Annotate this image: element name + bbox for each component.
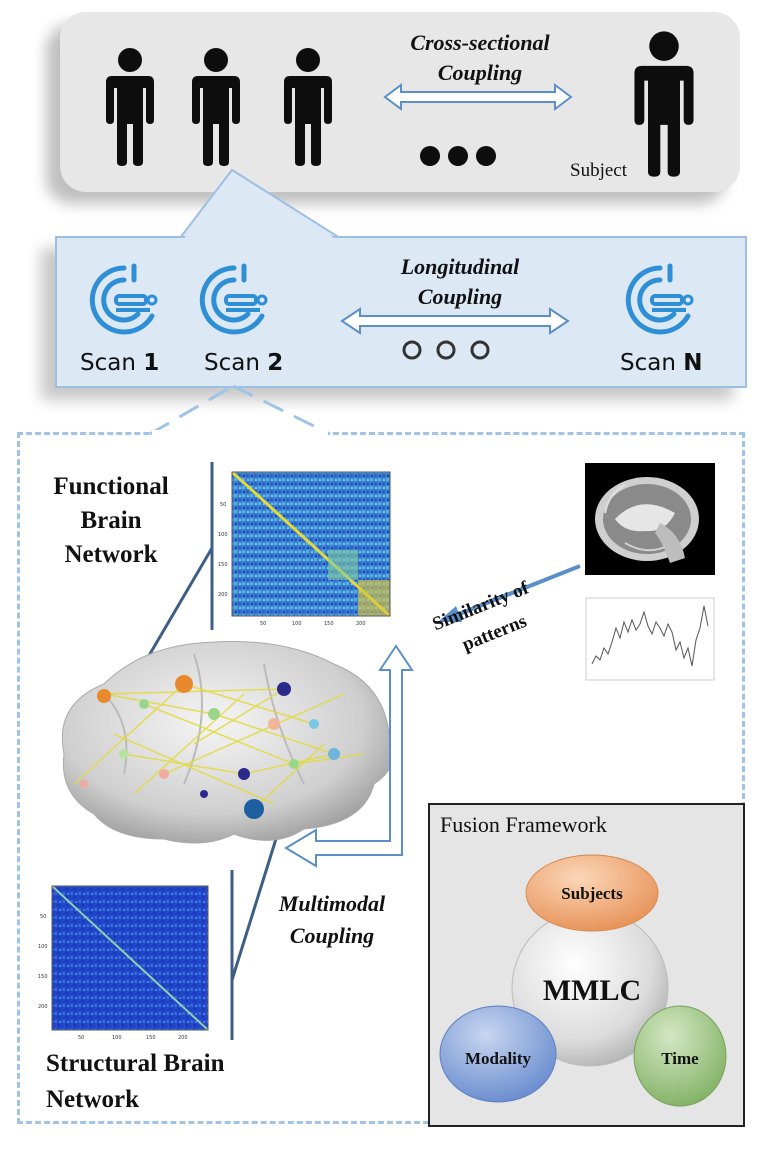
functional-network-label: Functional Brain Network [26, 470, 196, 572]
functional-matrix-ytick-4: 200 [218, 592, 228, 598]
functional-matrix-ytick-3: 150 [218, 562, 228, 568]
fusion-time-label: Time [661, 1049, 699, 1068]
callout-pointer-fill [183, 174, 337, 240]
multimodal-coupling-arrows [284, 644, 414, 868]
structural-network-label: Structural Brain Network [46, 1046, 224, 1118]
scan-n-prefix: Scan [620, 350, 684, 376]
cross-sectional-line1: Cross-sectional [410, 30, 550, 55]
time-series-image [585, 597, 715, 681]
scan-2-label: Scan 2 [204, 350, 283, 376]
mri-scanner-icon-2 [199, 263, 268, 335]
structural-matrix-xtick-1: 50 [78, 1035, 84, 1041]
multimodal-line1: Multimodal [278, 891, 386, 916]
person-icon-2 [192, 48, 240, 166]
scan-1-number: 1 [143, 350, 160, 376]
structural-matrix-ytick-4: 200 [38, 1004, 48, 1010]
structural-line2: Network [46, 1086, 140, 1113]
structural-connectivity-matrix: 50 100 150 200 50 100 150 200 [38, 885, 209, 1041]
scan-1-prefix: Scan [80, 350, 144, 376]
scan-2-number: 2 [267, 350, 284, 376]
scan-n-label: Scan N [620, 350, 702, 376]
person-icon-subject [634, 31, 694, 177]
scan-n-number: N [683, 350, 703, 376]
structural-matrix-xtick-4: 200 [178, 1035, 188, 1041]
structural-matrix-ytick-2: 100 [38, 944, 48, 950]
cross-sectional-line2: Coupling [437, 60, 523, 85]
structural-matrix-xtick-3: 150 [146, 1035, 156, 1041]
person-icon-3 [284, 48, 332, 166]
brain-mri-slice-image [585, 463, 715, 575]
cross-sectional-arrow [383, 83, 573, 111]
longitudinal-arrow [340, 307, 570, 335]
functional-matrix-xtick-3: 150 [324, 621, 334, 627]
mri-scanner-icon-1 [89, 263, 158, 335]
functional-matrix-xtick-1: 50 [260, 621, 266, 627]
functional-matrix-ytick-2: 100 [218, 532, 228, 538]
scan-1-label: Scan 1 [80, 350, 159, 376]
person-icon-1 [106, 48, 154, 166]
fusion-framework-title: Fusion Framework [440, 812, 607, 837]
fusion-venn-diagram: MMLC Subjects Modality Time [439, 854, 727, 1107]
functional-line3: Network [64, 541, 158, 568]
functional-connectivity-matrix: 50 100 150 200 50 100 150 200 [218, 470, 392, 627]
longitudinal-line2: Coupling [417, 284, 503, 309]
structural-matrix-ytick-3: 150 [38, 974, 48, 980]
ellipsis-dots-hollow [402, 340, 490, 360]
functional-line2: Brain [80, 507, 142, 534]
functional-line1: Functional [53, 473, 169, 500]
brain-network-render [61, 641, 395, 844]
structural-matrix-ytick-1: 50 [40, 914, 46, 920]
multimodal-label: Multimodal Coupling [262, 888, 402, 952]
functional-matrix-ytick-1: 50 [220, 502, 226, 508]
details-dashed-box [17, 432, 745, 1124]
cross-sectional-label: Cross-sectional Coupling [380, 28, 580, 88]
functional-matrix-xtick-2: 100 [292, 621, 302, 627]
structural-matrix-xtick-2: 100 [112, 1035, 122, 1041]
fusion-subjects-label: Subjects [561, 884, 623, 903]
mri-scanner-icon-n [625, 263, 694, 335]
scan-2-prefix: Scan [204, 350, 268, 376]
multimodal-line2: Coupling [289, 923, 375, 948]
ellipsis-dots-filled [420, 146, 496, 166]
structural-line1: Structural Brain [46, 1050, 225, 1077]
fusion-modality-label: Modality [465, 1049, 532, 1068]
subject-label: Subject [570, 160, 627, 181]
similarity-arrow [438, 564, 581, 622]
longitudinal-label: Longitudinal Coupling [360, 252, 560, 312]
dashed-callout-pointer [149, 384, 331, 438]
fusion-center-label: MMLC [543, 974, 641, 1007]
longitudinal-line1: Longitudinal [400, 254, 520, 279]
functional-matrix-xtick-4: 200 [356, 621, 366, 627]
